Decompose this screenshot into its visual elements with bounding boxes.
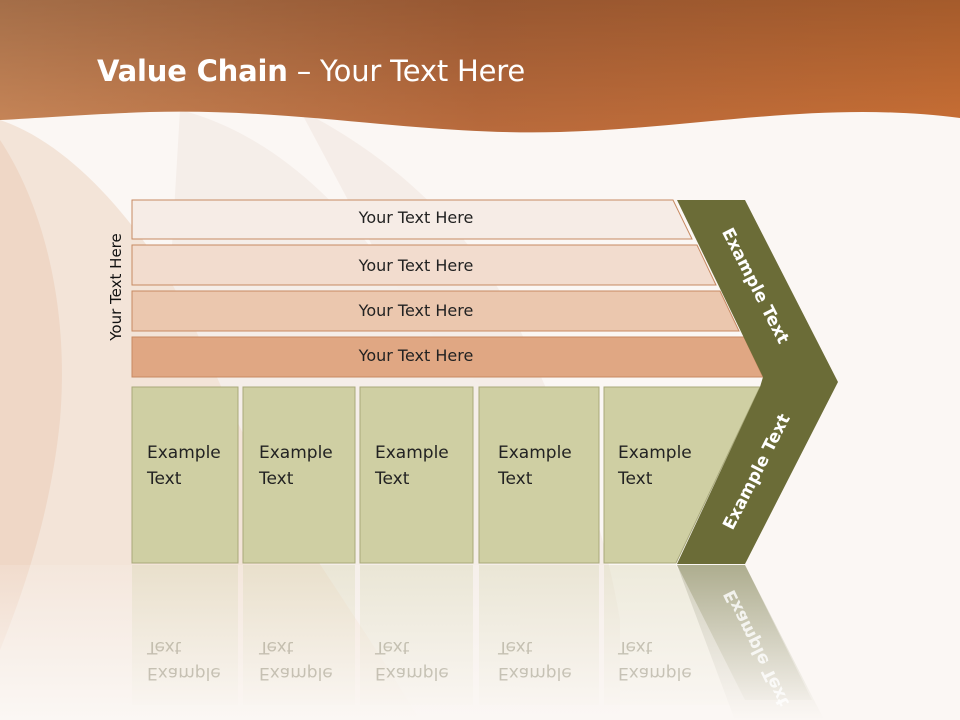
bar-3-label: Your Text Here <box>358 301 474 320</box>
box-5-shape <box>603 386 761 564</box>
chevron-arrow-shape <box>677 200 838 564</box>
bar-1-label: Your Text Here <box>358 208 474 227</box>
box-2-shape <box>242 386 356 564</box>
slide-title: Value Chain – Your Text Here <box>97 54 525 88</box>
bar-3-shape <box>131 290 740 332</box>
bar-2-label: Your Text Here <box>358 256 474 275</box>
side-label: Your Text Here <box>107 233 125 341</box>
box-1-shape <box>131 386 239 564</box>
bar-4-label: Your Text Here <box>358 346 474 365</box>
box-4-shape <box>478 386 600 564</box>
bar-2-shape <box>131 244 717 286</box>
bar-1-shape <box>131 199 693 240</box>
box-3-shape <box>359 386 474 564</box>
